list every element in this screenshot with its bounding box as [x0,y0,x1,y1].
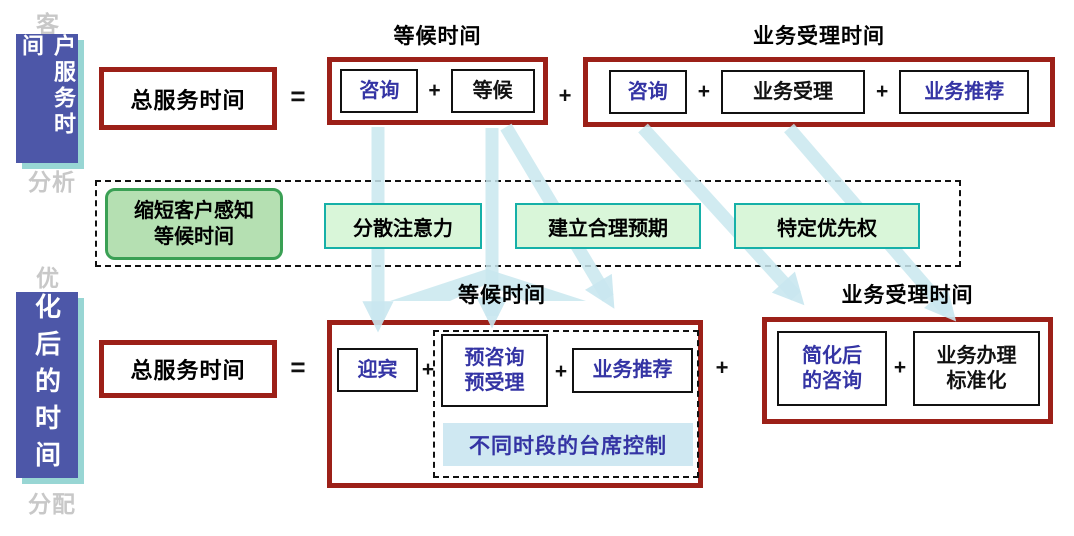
plus-sign-between-bottom-groups: + [715,355,729,380]
preconsult-line1: 预咨询 [464,346,525,369]
term-handle-box: 业务受理 [721,70,865,114]
plus-sign-between-top-groups: + [558,83,572,108]
plus-sign: + [893,356,907,379]
label-service-time-top: 业务受理时间 [753,25,885,48]
plus-sign: + [876,80,889,103]
equals-sign-bottom: = [290,352,306,382]
strategy-lead-line1: 缩短客户感知 [134,200,254,222]
strategy-lead-line2: 等候时间 [154,226,234,248]
plus-sign: + [697,80,710,103]
wait-time-group-bottom: 迎宾 + 预咨询 预受理 + 业务推荐 不同时段的台席控制 [327,320,703,488]
term-recommend-box-bottom: 业务推荐 [572,348,693,393]
term-wait-box: 等候 [450,69,535,113]
side-tab-customer-service-time: 户服务时间 [16,34,78,163]
label-wait-time-bottom: 等候时间 [458,284,546,307]
term-standardized-box: 业务办理 标准化 [913,331,1040,406]
term-recommend-box: 业务推荐 [899,70,1030,114]
strategy-lead-box: 缩短客户感知 等候时间 [105,188,283,260]
total-service-time-bottom: 总服务时间 [99,340,277,398]
service-time-group-bottom: 简化后 的咨询 + 业务办理 标准化 [762,317,1053,424]
strategy-item-priority: 特定优先权 [734,203,920,249]
side-tab-optimized-time: 化后的时间 [16,292,78,478]
standardized-line2: 标准化 [946,369,1007,392]
strategy-band: 缩短客户感知 等候时间 分散注意力 建立合理预期 特定优先权 [95,180,961,267]
simplified-line1: 简化后 [802,344,862,367]
arrow-consult-to-simplified [638,123,805,306]
total-service-time-top: 总服务时间 [99,67,277,130]
term-simplified-consult-box: 简化后 的咨询 [777,331,887,406]
plus-sign: + [421,358,435,381]
label-service-time-bottom: 业务受理时间 [841,284,974,307]
term-preconsult-box: 预咨询 预受理 [441,334,548,407]
standardized-line1: 业务办理 [936,344,1017,367]
plus-sign: + [428,79,441,102]
wait-time-group-top: 咨询 + 等候 [327,57,548,125]
label-wait-time-top: 等候时间 [393,25,482,48]
simplified-line2: 的咨询 [802,369,862,392]
desk-control-note: 不同时段的台席控制 [443,423,693,466]
preconsult-line2: 预受理 [464,371,525,394]
ghost-char-top-1: 客 [36,11,60,37]
ghost-char-top-2: 优 [36,265,60,291]
term-consult-box-2: 咨询 [608,70,687,114]
plus-sign: + [554,360,568,383]
ghost-char-bottom-2: 分配 [28,491,76,517]
term-consult-box: 咨询 [340,69,419,113]
big-up-chevron [390,269,586,301]
term-greeting-box: 迎宾 [337,348,418,392]
strategy-item-distract: 分散注意力 [324,203,482,249]
ghost-char-bottom-1: 分析 [28,169,76,195]
desk-control-dashed-box: 预咨询 预受理 + 业务推荐 不同时段的台席控制 [433,330,699,478]
service-time-group-top: 咨询 + 业务受理 + 业务推荐 [583,57,1055,127]
strategy-item-expectation: 建立合理预期 [515,203,701,249]
equals-sign-top: = [290,81,306,111]
